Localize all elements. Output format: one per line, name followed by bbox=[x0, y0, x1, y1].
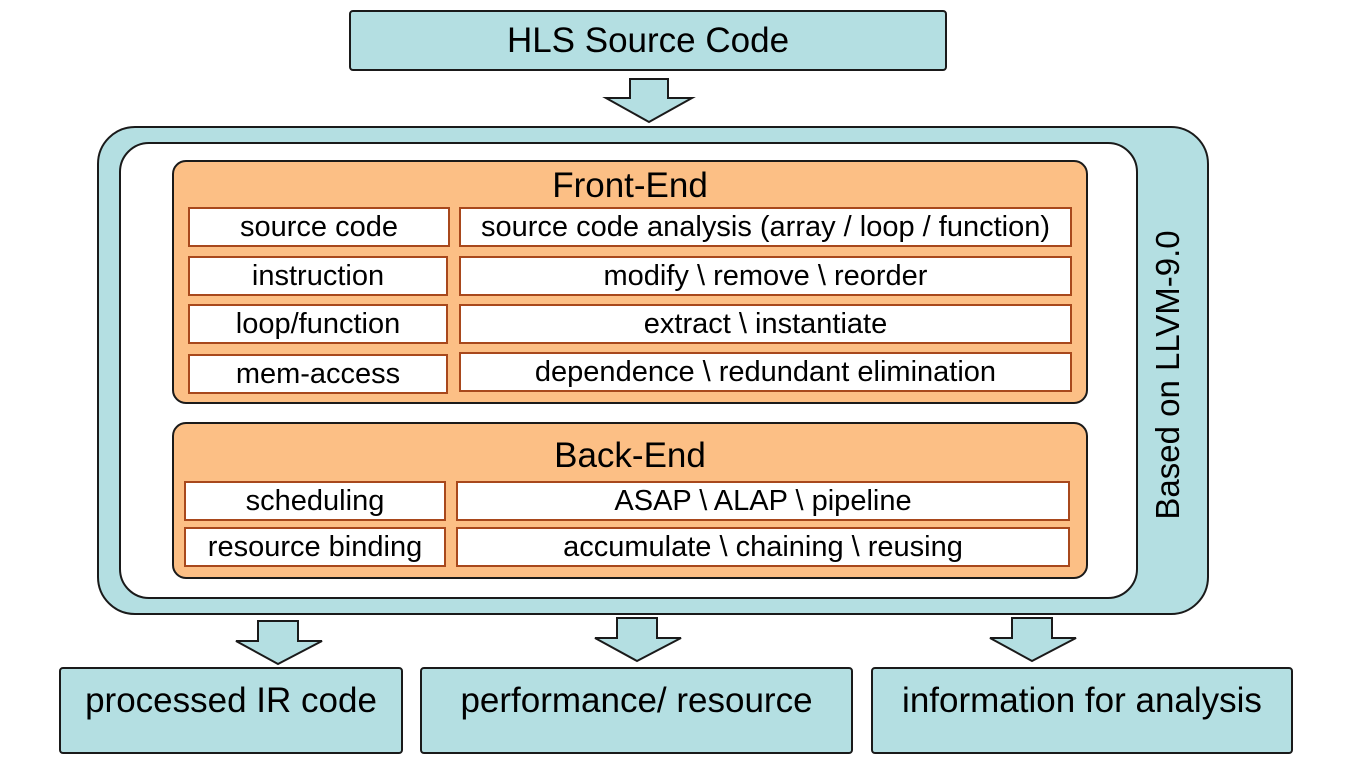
hls-source-code-box: HLS Source Code bbox=[349, 10, 947, 71]
frontend-operations-loop-function: extract \ instantiate bbox=[459, 304, 1072, 344]
output-arrow-ir bbox=[235, 620, 323, 666]
frontend-category-loop-function: loop/function bbox=[188, 304, 448, 344]
back-end-title: Back-End bbox=[554, 436, 706, 475]
front-end-title: Front-End bbox=[552, 166, 708, 205]
hls-source-code-label: HLS Source Code bbox=[506, 20, 790, 60]
frontend-operations-mem-access: dependence \ redundant elimination bbox=[459, 352, 1072, 392]
frontend-category-mem-access: mem-access bbox=[188, 354, 448, 394]
llvm-version-label: Based on LLVM-9.0 bbox=[1149, 230, 1186, 520]
output-processed-ir-code: processed IR code bbox=[59, 667, 403, 754]
input-arrow bbox=[602, 78, 696, 124]
backend-category-scheduling: scheduling bbox=[184, 481, 446, 521]
frontend-operations-instruction: modify \ remove \ reorder bbox=[459, 256, 1072, 296]
backend-operations-resource-binding: accumulate \ chaining \ reusing bbox=[456, 527, 1070, 567]
frontend-category-instruction: instruction bbox=[188, 256, 448, 296]
backend-operations-scheduling: ASAP \ ALAP \ pipeline bbox=[456, 481, 1070, 521]
backend-category-resource-binding: resource binding bbox=[184, 527, 446, 567]
frontend-operations-source-code: source code analysis (array / loop / fun… bbox=[459, 207, 1072, 247]
output-processed-ir-code-label: processed IR code bbox=[85, 681, 377, 720]
output-information-for-analysis: information for analysis bbox=[871, 667, 1293, 754]
output-performance-resource-label: performance/ resource bbox=[460, 681, 813, 720]
output-arrow-analysis bbox=[989, 617, 1077, 663]
output-information-for-analysis-label: information for analysis bbox=[902, 681, 1262, 720]
output-performance-resource: performance/ resource bbox=[420, 667, 853, 754]
output-arrow-performance bbox=[594, 617, 682, 663]
frontend-category-source-code: source code bbox=[188, 207, 450, 247]
